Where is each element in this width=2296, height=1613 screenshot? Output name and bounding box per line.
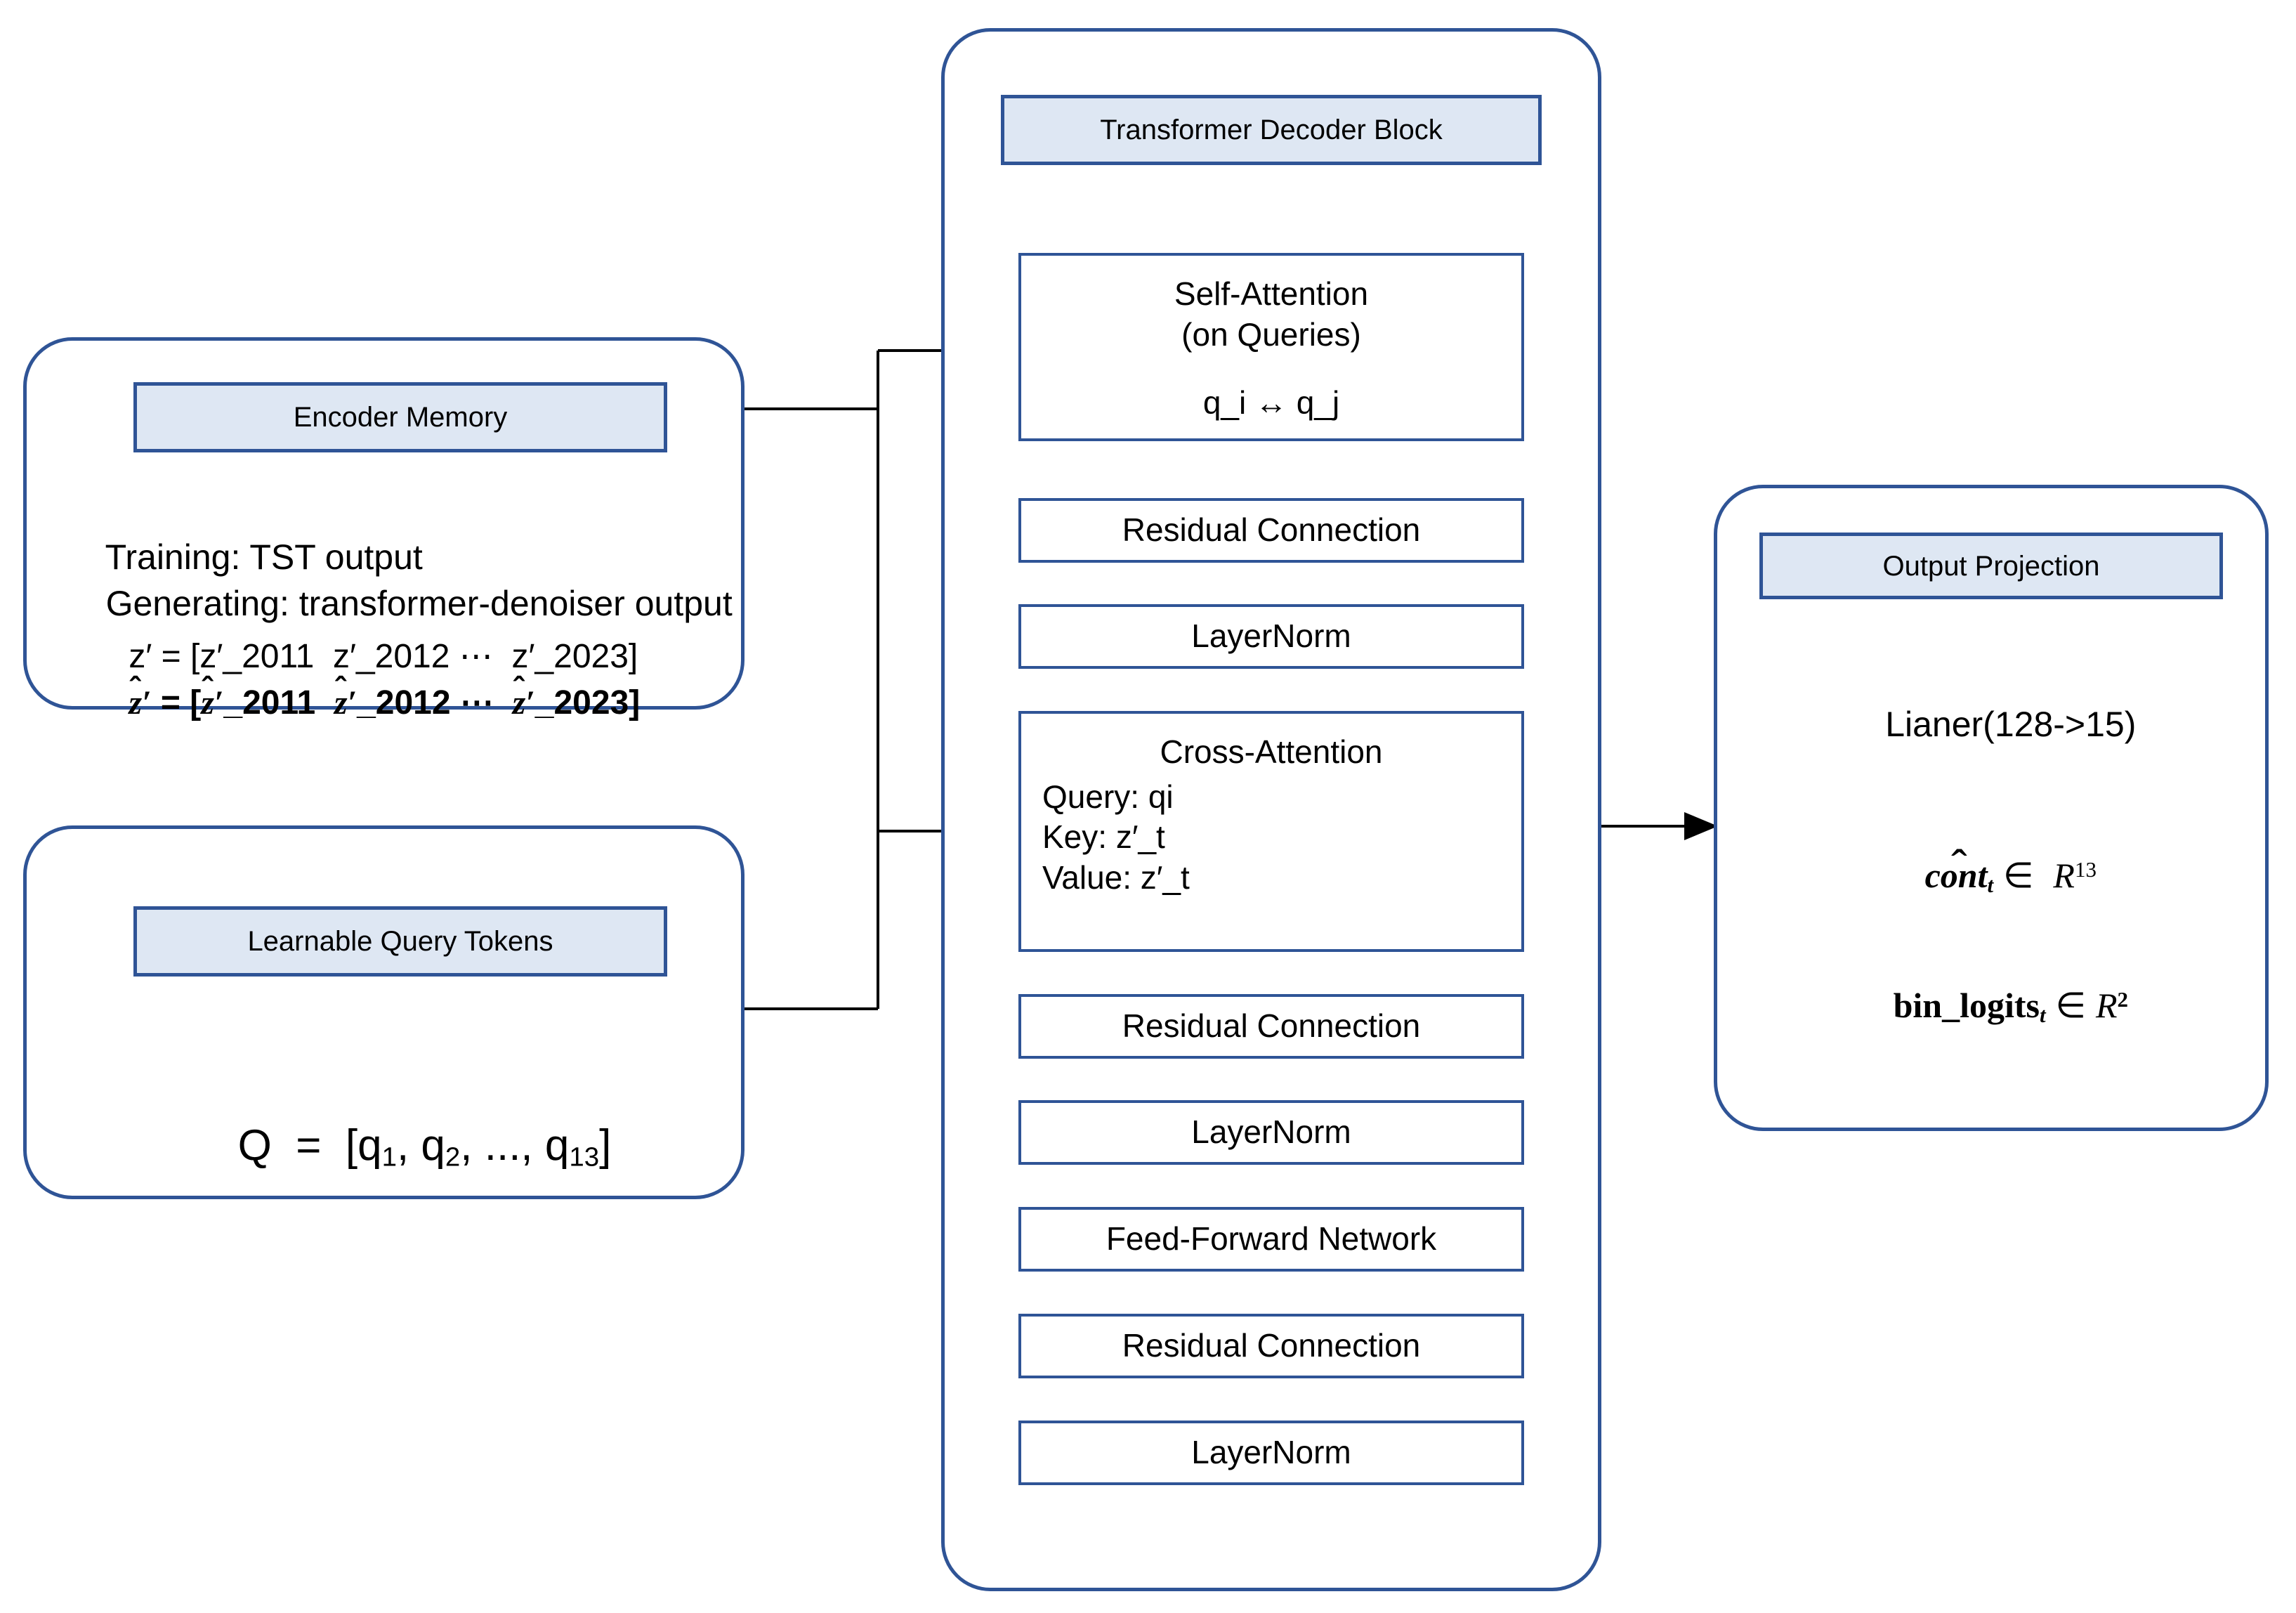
- cont-base: cont: [1924, 855, 1988, 895]
- residual-connection-label-3: Residual Connection: [1122, 1327, 1421, 1364]
- output-projection-bin-logits: bin_logitst ∈ R2: [1759, 934, 2223, 1077]
- q-lead: Q = [q: [237, 1121, 382, 1170]
- output-projection-cont: ̂contt ∈ R13: [1759, 804, 2223, 947]
- zhat-2-base: z: [334, 684, 348, 721]
- bin-in: ∈: [2055, 985, 2087, 1025]
- self-attention-title: Self-Attention: [1174, 275, 1369, 312]
- layernorm-box-2: LayerNorm: [1018, 1100, 1524, 1165]
- residual-connection-box-3: Residual Connection: [1018, 1314, 1524, 1378]
- zhat-gap-1: [315, 684, 334, 721]
- encoder-memory-header: Encoder Memory: [133, 382, 667, 452]
- bin-logits-base: bin_logits: [1893, 985, 2040, 1025]
- bin-gap: [2046, 986, 2056, 1025]
- layernorm-box-3: LayerNorm: [1018, 1421, 1524, 1485]
- zhat-3-base: z: [512, 684, 526, 721]
- linear-text: Lianer(128->15): [1885, 704, 2137, 744]
- bin-logits-subscript: t: [2039, 1002, 2046, 1027]
- bin-superscript: 2: [2117, 986, 2129, 1012]
- residual-connection-box-2: Residual Connection: [1018, 994, 1524, 1059]
- q-close: ]: [599, 1121, 612, 1170]
- zhat-3-prime: ′: [525, 684, 535, 721]
- residual-connection-label-2: Residual Connection: [1122, 1007, 1421, 1045]
- cross-attention-box: Cross-Attention Query: qi Key: z′_t Valu…: [1018, 711, 1524, 952]
- cont-in: ∈: [2003, 855, 2034, 895]
- layernorm-label-3: LayerNorm: [1191, 1434, 1351, 1471]
- q-index-3: 13: [569, 1142, 600, 1173]
- feed-forward-network-label: Feed-Forward Network: [1106, 1220, 1437, 1258]
- decoder-block-header: Transformer Decoder Block: [1001, 95, 1542, 165]
- zhat-1: ̂z: [201, 681, 214, 726]
- zhat-lhs: ̂z: [129, 681, 142, 726]
- cont-R: R: [2053, 855, 2075, 895]
- learnable-query-tokens-header-label: Learnable Query Tokens: [247, 926, 553, 957]
- formula-z-text: z′ = [z′_2011 z′_2012 ⋯ z′_2023]: [129, 637, 638, 675]
- encoder-memory-formula-z: z′ = [z′_2011 z′_2012 ⋯ z′_2023]: [91, 589, 638, 725]
- decoder-block-header-label: Transformer Decoder Block: [1100, 115, 1443, 145]
- output-projection-linear: Lianer(128->15): [1759, 653, 2223, 796]
- layernorm-label-1: LayerNorm: [1191, 618, 1351, 655]
- zhat-1-year: _2011: [223, 684, 316, 721]
- zhat-2: ̂z: [334, 681, 348, 726]
- layernorm-label-2: LayerNorm: [1191, 1114, 1351, 1151]
- learnable-query-tokens-container: [23, 825, 744, 1199]
- zhat-gap-3: [494, 684, 513, 721]
- residual-connection-box-1: Residual Connection: [1018, 498, 1524, 563]
- q-index-1: 1: [381, 1142, 397, 1173]
- zhat-gap-2: [451, 684, 460, 721]
- cont-superscript: 13: [2074, 856, 2097, 882]
- output-projection-header-label: Output Projection: [1882, 550, 2100, 582]
- zhat-lhs-base: z: [129, 684, 143, 721]
- encoder-memory-generating-line: Generating: transformer-denoiser output: [67, 533, 733, 675]
- zhat-2-year: _2012: [357, 684, 451, 721]
- cross-attention-value: Value: z′_t: [1042, 858, 1190, 896]
- output-projection-header: Output Projection: [1759, 533, 2223, 599]
- q-sep-1: , q: [396, 1121, 445, 1170]
- self-attention-subtitle: (on Queries): [1181, 315, 1361, 353]
- zhat-close: ]: [629, 684, 641, 721]
- learnable-query-tokens-formula: Q = [q1, q2, ..., q13]: [133, 1057, 667, 1234]
- cont-hat-wrap: ̂contt: [1924, 842, 1994, 900]
- zhat-3-year: _2023: [534, 684, 629, 721]
- q-sep-2: , ..., q: [460, 1121, 570, 1170]
- zhat-eq: = [: [151, 684, 202, 721]
- layernorm-box-1: LayerNorm: [1018, 604, 1524, 669]
- training-text: Training: TST output: [105, 537, 423, 577]
- cross-attention-query: Query: qi: [1042, 778, 1174, 815]
- residual-connection-label-1: Residual Connection: [1122, 511, 1421, 549]
- zhat-1-prime: ′: [214, 684, 224, 721]
- encoder-memory-training-line: Training: TST output: [67, 486, 423, 629]
- generating-text: Generating: transformer-denoiser output: [105, 583, 733, 623]
- feed-forward-network-box: Feed-Forward Network: [1018, 1207, 1524, 1272]
- bin-R: R: [2095, 985, 2118, 1025]
- cont-gap: [1993, 856, 2003, 895]
- bin-gap2: [2086, 986, 2096, 1025]
- cross-attention-key: Key: z′_t: [1042, 818, 1165, 855]
- encoder-memory-header-label: Encoder Memory: [293, 402, 508, 433]
- zhat-1-base: z: [201, 684, 214, 721]
- self-attention-box: Self-Attention (on Queries) q_i ↔ q_j: [1018, 253, 1524, 441]
- cont-gap2: [2034, 856, 2054, 895]
- zhat-2-prime: ′: [347, 684, 357, 721]
- encoder-memory-formula-zhat: ̂z′ = [̂z′_2011 ̂z′_2012 ⋯ ̂z′_2023]: [91, 635, 640, 771]
- zhat-ellipsis: ⋯: [459, 684, 494, 721]
- cross-attention-title: Cross-Attention: [1160, 733, 1383, 770]
- learnable-query-tokens-header: Learnable Query Tokens: [133, 906, 667, 977]
- q-index-2: 2: [445, 1142, 461, 1173]
- self-attention-formula: q_i ↔ q_j: [1202, 384, 1340, 421]
- zhat-lhs-prime: ′: [142, 684, 152, 721]
- cont-subscript: t: [1987, 872, 1994, 897]
- zhat-3: ̂z: [513, 681, 526, 726]
